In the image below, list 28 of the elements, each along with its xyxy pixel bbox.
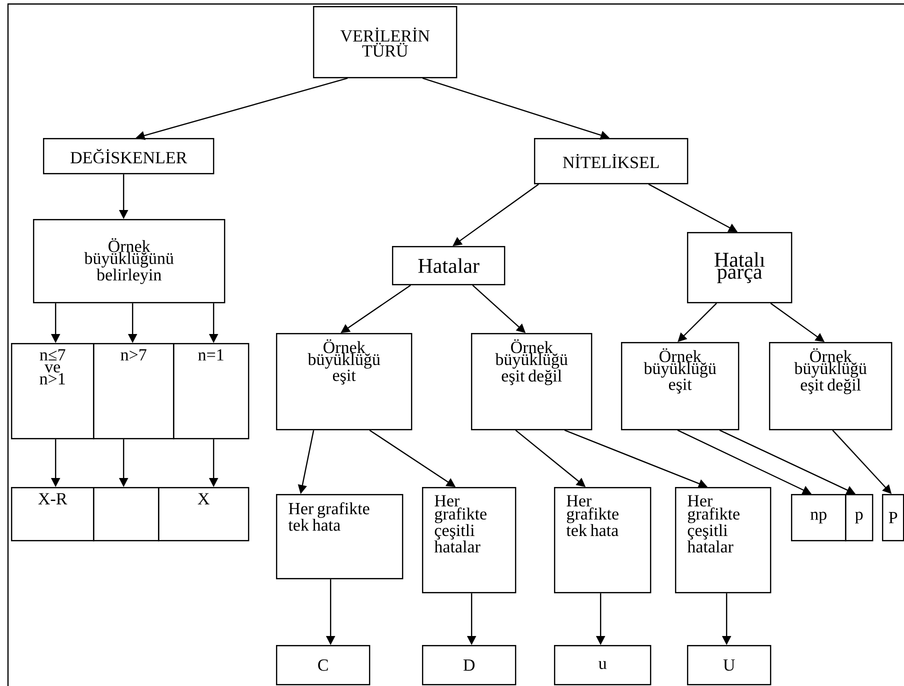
process-box: NİTELİKSEL	[534, 138, 688, 184]
process-box: np	[791, 494, 846, 542]
empty-box	[93, 487, 160, 542]
process-box: n=1	[173, 343, 250, 440]
process-box: Örnek büyüklüğü eşit	[276, 333, 412, 430]
process-box: X-R	[11, 487, 94, 542]
process-box: p	[845, 494, 874, 542]
process-box: D	[422, 645, 516, 686]
process-box: n>7	[93, 343, 174, 440]
process-box: C	[276, 645, 370, 686]
process-box: n≤7 ve n>1	[11, 343, 94, 440]
process-box: Örnek büyüklüğü eşit	[621, 342, 740, 430]
process-box: Her grafikte tek hata	[554, 487, 652, 594]
process-box: Her grafikte çeşitli hatalar	[675, 487, 772, 594]
process-box: X	[158, 487, 250, 542]
process-box: U	[687, 645, 772, 686]
process-box: Hatalar	[392, 246, 506, 286]
process-box: Hatalı parça	[687, 232, 792, 304]
process-box: VERİLERİN TÜRÜ	[313, 6, 458, 78]
process-box: Her grafikte tek hata	[276, 494, 404, 580]
process-box: Örnek büyüklüğü eşit değil	[471, 333, 592, 430]
arrow	[678, 302, 718, 342]
process-box: u	[554, 645, 652, 686]
process-box: Her grafikte çeşitli hatalar	[422, 487, 516, 594]
process-box: P	[882, 494, 904, 542]
process-box: Örnek büyüklüğünü belirleyin	[33, 219, 226, 304]
process-box: DEĞİSKENLER	[43, 138, 214, 174]
process-box: Örnek büyüklüğü eşit değil	[769, 342, 892, 430]
